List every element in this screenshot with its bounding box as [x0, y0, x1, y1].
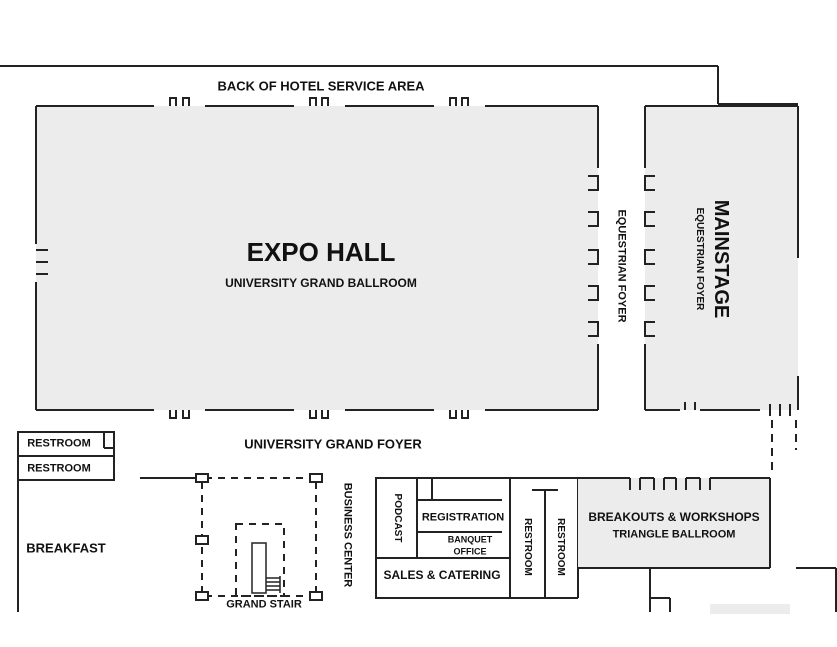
- banquet-office-line2[interactable]: OFFICE: [453, 546, 487, 557]
- restroom-v1-label[interactable]: RESTROOM: [522, 518, 533, 576]
- breakfast-label[interactable]: BREAKFAST: [26, 540, 106, 556]
- registration-label[interactable]: REGISTRATION: [421, 511, 505, 524]
- mainstage-room: [644, 105, 799, 470]
- breakfast-room: [17, 479, 114, 612]
- mainstage-subtitle: EQUESTRIAN FOYER: [694, 207, 705, 311]
- equestrian-foyer-label: EQUESTRIAN FOYER: [615, 209, 628, 323]
- business-center-label[interactable]: BUSINESS CENTER: [341, 482, 354, 588]
- restroom-bottom-label[interactable]: RESTROOM: [27, 462, 91, 475]
- expo-hall-subtitle: UNIVERSITY GRAND BALLROOM: [225, 276, 417, 290]
- podcast-label[interactable]: PODCAST: [392, 493, 403, 543]
- mainstage-title[interactable]: MAINSTAGE: [710, 199, 732, 319]
- restroom-v2-label[interactable]: RESTROOM: [555, 518, 566, 576]
- grand-stair-area: [140, 473, 323, 601]
- banquet-office-line1[interactable]: BANQUET: [447, 534, 493, 545]
- breakouts-title[interactable]: BREAKOUTS & WORKSHOPS: [588, 510, 760, 524]
- restroom-top-label[interactable]: RESTROOM: [27, 437, 91, 450]
- grand-stair-label: GRAND STAIR: [226, 598, 302, 611]
- back-of-hotel-label: BACK OF HOTEL SERVICE AREA: [217, 78, 425, 94]
- sales-catering-label[interactable]: SALES & CATERING: [383, 568, 501, 582]
- expo-hall-room: [35, 97, 599, 419]
- breakouts-subtitle: TRIANGLE BALLROOM: [612, 528, 736, 541]
- breakouts-room: [578, 477, 837, 614]
- expo-hall-title[interactable]: EXPO HALL: [246, 237, 396, 267]
- grand-foyer-label: UNIVERSITY GRAND FOYER: [244, 436, 422, 452]
